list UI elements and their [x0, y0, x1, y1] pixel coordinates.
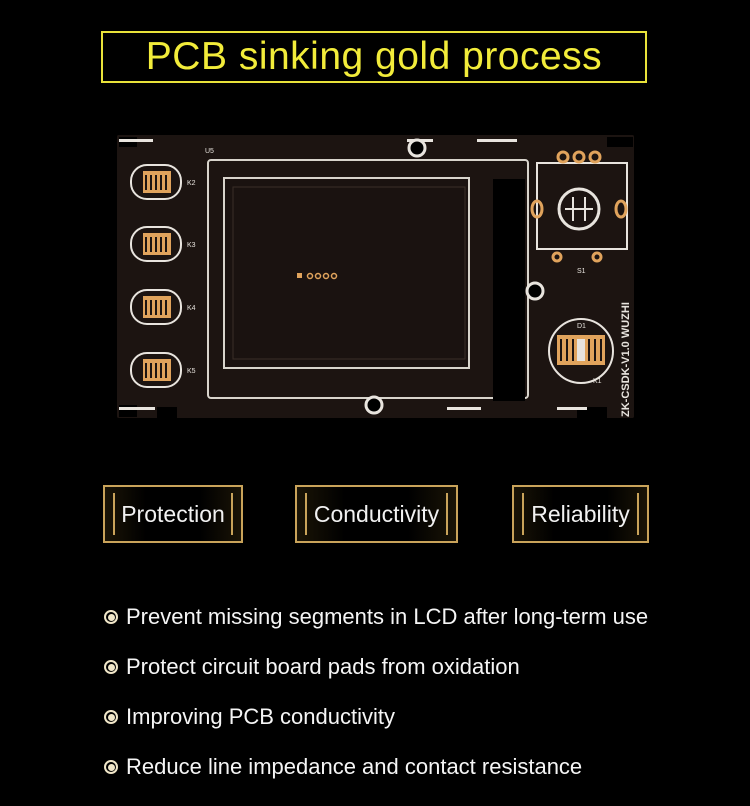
label-u5: U5 [205, 148, 214, 155]
feature-label: Reliability [531, 500, 630, 527]
title-box: PCB sinking gold process [101, 31, 647, 83]
feature-conductivity: Conductivity [295, 485, 458, 543]
label-k5: K5 [187, 368, 196, 375]
feature-protection: Protection [103, 485, 243, 543]
list-item: Reduce line impedance and contact resist… [104, 742, 648, 792]
list-item: Improving PCB conductivity [104, 692, 648, 742]
list-item: Prevent missing segments in LCD after lo… [104, 592, 648, 642]
bullet-icon [104, 710, 118, 724]
feature-label: Conductivity [313, 500, 440, 527]
page-title: PCB sinking gold process [145, 35, 603, 78]
label-s1: S1 [577, 268, 586, 275]
pcb-board-image: U5 K2 K3 K4 K5 S1 D1 K1 ZK-CSDK-V1.0 WUZ… [117, 135, 634, 418]
bullet-text: Reduce line impedance and contact resist… [126, 754, 583, 779]
board-silkscreen-text: ZK-CSDK-V1.0 WUZHI [620, 302, 632, 417]
bullet-icon [104, 660, 118, 674]
label-k1: K1 [593, 378, 602, 385]
feature-label: Protection [121, 500, 225, 527]
bullet-text: Improving PCB conductivity [126, 704, 395, 729]
list-item: Protect circuit board pads from oxidatio… [104, 642, 648, 692]
bullet-text: Prevent missing segments in LCD after lo… [126, 604, 649, 629]
bullet-list: Prevent missing segments in LCD after lo… [104, 592, 648, 792]
bullet-text: Protect circuit board pads from oxidatio… [126, 654, 520, 679]
feature-reliability: Reliability [512, 485, 649, 543]
label-k2: K2 [187, 180, 196, 187]
label-d1: D1 [577, 323, 586, 330]
label-k3: K3 [187, 242, 196, 249]
label-k4: K4 [187, 305, 196, 312]
bullet-icon [104, 610, 118, 624]
bullet-icon [104, 760, 118, 774]
